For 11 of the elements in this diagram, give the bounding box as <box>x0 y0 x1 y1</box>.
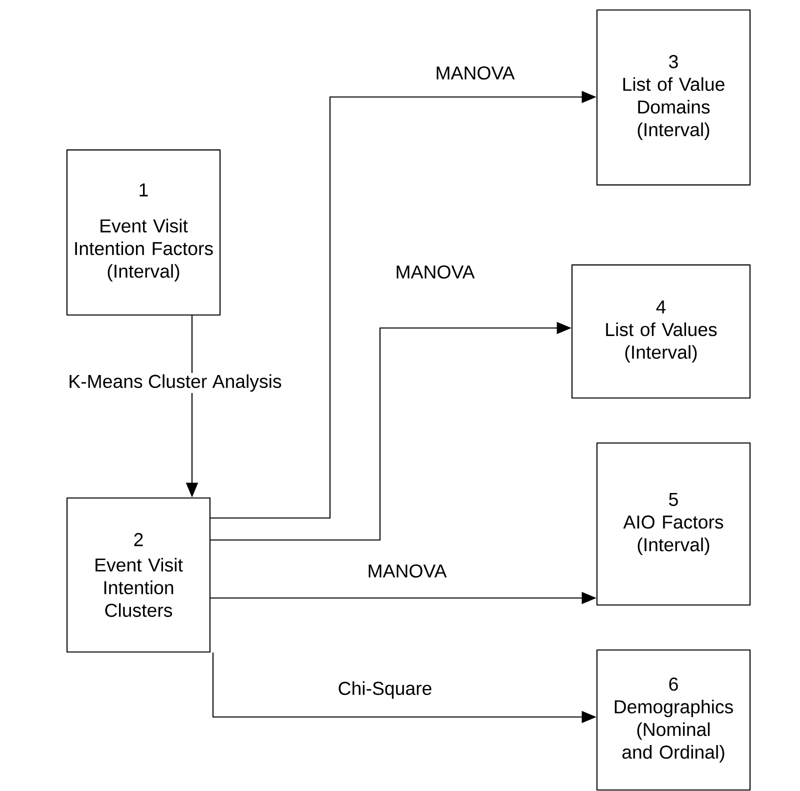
process-box: 1 Event Visit Intention Factors (Interval) <box>66 149 221 316</box>
process-box: 6 Demographics (Nominal and Ordinal) <box>596 649 751 791</box>
process-box: 3 List of Value Domains (Interval) <box>596 10 751 186</box>
edge-label: MANOVA <box>394 264 476 280</box>
edge-label: Chi-Square <box>336 680 434 700</box>
process-box: 5 AIO Factors (Interval) <box>596 442 751 606</box>
edge-label: MANOVA <box>366 563 448 579</box>
edge-label: K-Means Cluster Analysis <box>66 372 284 394</box>
edge-label: MANOVA <box>434 65 516 81</box>
process-box: 4 List of Values (Interval) <box>571 264 751 399</box>
process-box: 2 Event Visit Intention Clusters <box>66 497 210 653</box>
